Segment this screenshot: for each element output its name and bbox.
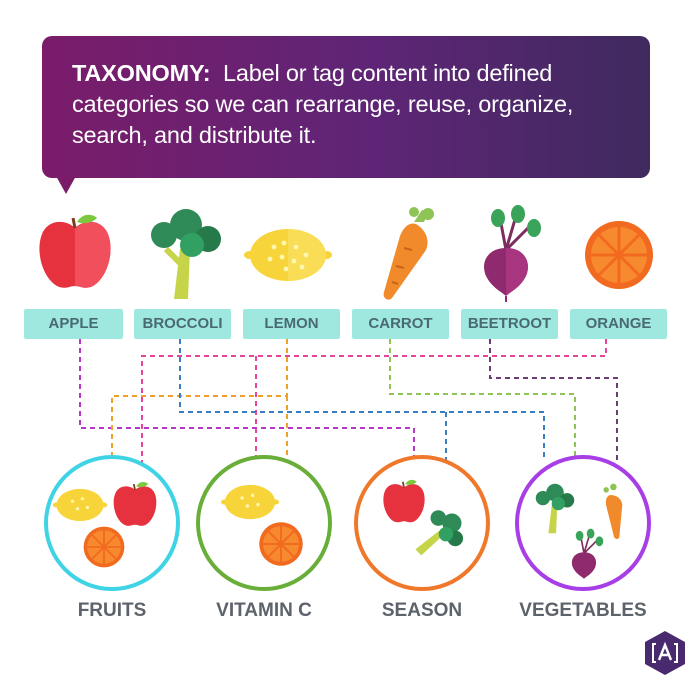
link-broccoli — [179, 339, 545, 458]
link-beetroot — [489, 339, 618, 462]
carrot-icon — [603, 483, 623, 539]
carrot-icon — [383, 207, 434, 300]
beetroot-icon — [571, 528, 604, 579]
broccoli-icon — [535, 483, 575, 534]
broccoli-icon — [151, 209, 221, 299]
link-orange — [141, 339, 607, 464]
banner-line-2: categories so we can rearrange, reuse, o… — [72, 91, 574, 117]
orange-icon — [83, 526, 125, 568]
banner-line-3: search, and distribute it. — [72, 122, 317, 148]
tag-beetroot: BEETROOT — [461, 309, 558, 339]
season-circle — [354, 455, 490, 591]
link-carrot — [389, 339, 576, 464]
fruits-circle — [44, 455, 180, 591]
banner-line-1: Label or tag content into defined — [223, 60, 553, 86]
category-label-vegetables: VEGETABLES — [519, 600, 647, 621]
lemon-icon — [52, 488, 108, 522]
tag-apple: APPLE — [24, 309, 123, 339]
tag-lemon: LEMON — [243, 309, 340, 339]
category-label-season: SEASON — [381, 600, 463, 621]
apple-icon — [383, 479, 425, 523]
orange-icon — [585, 221, 653, 289]
banner-pointer — [56, 176, 76, 194]
bracket-a-logo — [645, 631, 685, 675]
lemon-icon — [220, 484, 280, 520]
link-apple — [79, 339, 415, 458]
orange-icon — [259, 522, 303, 566]
banner-keyword: TAXONOMY: — [72, 60, 211, 86]
tag-carrot: CARROT — [352, 309, 449, 339]
category-label-fruits: FRUITS — [77, 600, 147, 621]
broccoli-icon — [415, 510, 464, 556]
taxonomy-banner: TAXONOMY: Label or tag content into defi… — [42, 36, 650, 178]
vitamin-c-circle — [196, 455, 332, 591]
apple-icon — [113, 482, 157, 526]
beetroot-icon — [484, 205, 541, 302]
category-label-vitamin-c: VITAMIN C — [216, 600, 312, 621]
link-lemon — [111, 339, 288, 458]
lemon-icon — [244, 229, 332, 281]
tag-broccoli: BROCCOLI — [134, 309, 231, 339]
tag-orange: ORANGE — [570, 309, 667, 339]
apple-icon — [39, 214, 111, 288]
